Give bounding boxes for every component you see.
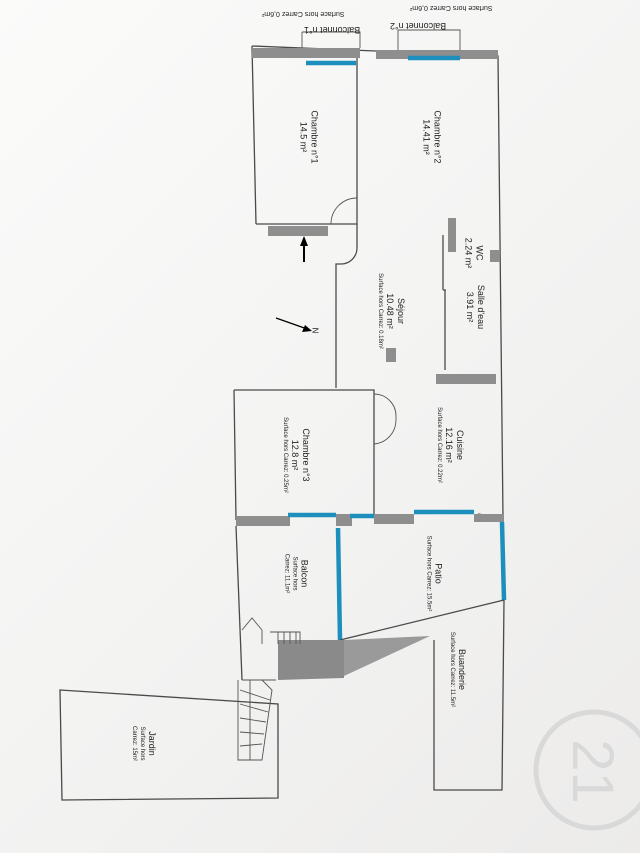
room-name: Cuisine bbox=[454, 429, 465, 461]
spiral-stair bbox=[237, 679, 273, 761]
century21-logo-ring bbox=[533, 709, 640, 831]
room-name: Balcon bbox=[299, 559, 310, 588]
wall-block bbox=[436, 374, 496, 384]
balconnet2-outline bbox=[397, 29, 461, 50]
wall-block bbox=[376, 50, 498, 59]
room-name: Séjour bbox=[395, 297, 406, 325]
chambre1-label: Chambre n°1 14.5 m² bbox=[298, 110, 320, 163]
room-name: Chambre n°2 bbox=[432, 110, 443, 164]
room-note: Carrez: 11.1m² bbox=[283, 553, 290, 594]
room-name: Balconnet n°2 bbox=[390, 21, 447, 31]
door-arc bbox=[373, 393, 397, 445]
room-area: 14.5 m² bbox=[298, 121, 309, 153]
stair-landing bbox=[344, 636, 430, 676]
stairs bbox=[277, 632, 297, 644]
upper-left-wall bbox=[251, 45, 257, 225]
door-arc bbox=[330, 197, 358, 225]
room-name: WC bbox=[474, 245, 485, 261]
patio-label: Patio Surface hors Carrez: 15.5m² bbox=[424, 536, 443, 612]
wall-block bbox=[386, 348, 396, 362]
wall-block bbox=[268, 226, 328, 236]
room-name: Patio bbox=[433, 563, 444, 584]
room-note: Surface hors Carrez: 11.5m² bbox=[449, 631, 456, 708]
room-note: Surface hors Carrez: 0.22m² bbox=[435, 407, 442, 483]
chambre3-label: Chambre n°3 12.8 m² Surface hors Carrez:… bbox=[281, 417, 311, 493]
balconnet1-label: Balconnet n°1 bbox=[304, 24, 360, 35]
salle-eau-label: Salle d'eau 3.91 m² bbox=[464, 285, 486, 329]
wall-block bbox=[490, 250, 500, 262]
balcon-label: Balcon Surface hors Carrez: 11.1m² bbox=[282, 554, 309, 594]
stairs bbox=[241, 617, 301, 681]
room-note: Carrez: 15m² bbox=[131, 725, 138, 762]
room-area: 3.91 m² bbox=[465, 291, 476, 323]
arrow-head bbox=[300, 236, 308, 246]
room-area: 2.24 m² bbox=[463, 237, 474, 269]
room-area: 10.48 m² bbox=[384, 293, 395, 329]
chambre3-outline bbox=[233, 389, 375, 521]
cuisine-label: Cuisine 12.16 m² Surface hors Carrez: 0.… bbox=[435, 407, 465, 483]
window bbox=[499, 521, 507, 601]
room-note: Surface hors bbox=[139, 726, 146, 761]
wall-block bbox=[474, 514, 504, 522]
wall-block bbox=[252, 48, 360, 58]
header-note-2: Surface hors Carrez 0,6m² bbox=[262, 10, 345, 17]
wall-block bbox=[336, 514, 352, 526]
corridor-wall bbox=[335, 224, 358, 388]
wall-block bbox=[236, 516, 290, 526]
header-note-1: Surface hors Carrez 0,6m² bbox=[410, 4, 493, 11]
room-name: Buanderie bbox=[457, 648, 468, 691]
room-name: Salle d'eau bbox=[476, 284, 487, 330]
room-name: Chambre n°1 bbox=[309, 110, 320, 164]
wall-block bbox=[374, 514, 414, 524]
room-area: 12.8 m² bbox=[289, 439, 300, 471]
balcon-outline bbox=[235, 525, 243, 681]
jardin-outline bbox=[59, 689, 279, 801]
room-note: Surface hors Carrez: 0.25m² bbox=[281, 417, 288, 493]
wc-label: WC 2.24 m² bbox=[462, 238, 484, 269]
buanderie-label: Buanderie Surface hors Carrez: 11.5m² bbox=[448, 632, 467, 707]
wc-wall bbox=[442, 235, 446, 291]
north-label: N bbox=[310, 327, 320, 334]
window bbox=[335, 527, 343, 641]
balconnet2-label: Balconnet n°2 bbox=[390, 20, 446, 31]
chambre2-label: Chambre n°2 14.41 m² bbox=[421, 110, 443, 163]
wall-block bbox=[448, 218, 456, 252]
stair-landing bbox=[278, 640, 344, 680]
room-area: 14.41 m² bbox=[421, 119, 432, 155]
century21-logo-text: 21 bbox=[559, 739, 625, 804]
room-note: Surface hors bbox=[291, 556, 298, 591]
sejour-label: Séjour 10.48 m² Surface hors Carrez: 0.1… bbox=[376, 273, 406, 349]
buanderie-outline bbox=[339, 599, 505, 791]
room-note: Surface hors Carrez: 0.18m² bbox=[376, 273, 383, 349]
room-area: 12.16 m² bbox=[443, 427, 454, 463]
room-name: Jardin bbox=[147, 731, 158, 756]
room-note: Surface hors Carrez: 15.5m² bbox=[425, 535, 432, 612]
north-arrow-head bbox=[302, 325, 312, 332]
room-name: Balconnet n°1 bbox=[304, 25, 361, 35]
jardin-label: Jardin Surface hors Carrez: 15m² bbox=[130, 726, 157, 761]
room-name: Chambre n°3 bbox=[300, 428, 311, 482]
balconnet1-outline bbox=[301, 31, 361, 48]
